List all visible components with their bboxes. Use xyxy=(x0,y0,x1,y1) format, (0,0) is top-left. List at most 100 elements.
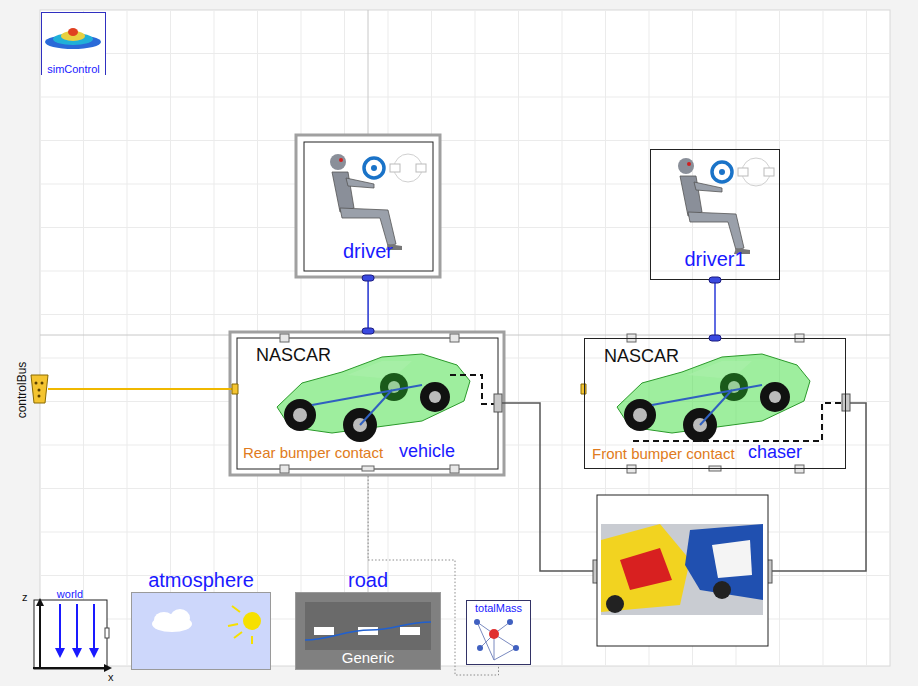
mechanical-wire xyxy=(502,403,593,571)
driver-figure xyxy=(330,154,426,250)
connection-line xyxy=(709,277,721,341)
road-icon xyxy=(400,627,420,635)
road-block: roadGeneric xyxy=(295,592,441,670)
block-label: totalMass xyxy=(427,603,570,614)
atmosphere-icon xyxy=(131,592,271,670)
controlbus-connector xyxy=(31,375,48,403)
block-label: driver xyxy=(255,241,481,261)
simcontrol-icon xyxy=(42,13,105,61)
world-icon xyxy=(34,600,107,669)
vehicle-block: NASCAR Front bumper contact chaser xyxy=(584,338,846,469)
connection-path xyxy=(367,278,369,331)
flange xyxy=(494,394,502,412)
grid xyxy=(40,10,890,666)
bumper-contact-dash xyxy=(450,375,496,404)
frame-connector xyxy=(280,334,289,342)
grid xyxy=(40,10,890,666)
bumper-contact-dash xyxy=(450,375,843,441)
car-illustration xyxy=(617,354,810,442)
world-icon xyxy=(105,628,109,638)
grid xyxy=(40,10,890,666)
controlbus-connector xyxy=(38,389,41,392)
atmosphere-icon xyxy=(228,606,252,644)
world-icon xyxy=(60,604,94,652)
contact-box xyxy=(685,524,763,600)
road-icon xyxy=(314,627,334,635)
atmosphere-block: atmosphere xyxy=(131,592,271,670)
contact-box xyxy=(713,581,731,599)
totalmass-icon xyxy=(513,645,519,651)
flange xyxy=(842,394,850,411)
contact-box xyxy=(601,524,763,615)
simcontrol-icon xyxy=(42,13,105,61)
controlbus-connector xyxy=(35,382,38,385)
bus-connector xyxy=(709,277,721,283)
block-label: Front bumper contact xyxy=(592,446,735,461)
frame-connector xyxy=(450,465,459,473)
block-label: driver1 xyxy=(611,249,819,269)
controlbus-connector xyxy=(31,375,586,403)
totalmass-block: totalMass xyxy=(466,600,531,665)
connection-line xyxy=(368,476,498,675)
block-label: road xyxy=(256,570,480,590)
block-label: vehicle xyxy=(399,442,455,460)
driver-block: driver1 xyxy=(650,149,780,280)
contact-box xyxy=(712,540,752,578)
connection-path xyxy=(714,280,716,338)
frame-connector xyxy=(450,334,459,342)
bus-connector xyxy=(709,335,721,341)
frame-connector xyxy=(280,465,289,473)
block-label: NASCAR xyxy=(256,346,331,364)
bus-connector xyxy=(362,328,374,334)
driver-figure xyxy=(678,158,774,254)
road-icon xyxy=(305,602,431,650)
controlbus-connector xyxy=(232,384,238,394)
axis-label: z xyxy=(22,592,28,603)
axis-label: x xyxy=(108,672,114,683)
car-illustration xyxy=(277,354,470,442)
atmosphere-icon xyxy=(243,612,261,630)
frame-connector xyxy=(795,465,804,473)
block-label: Generic xyxy=(256,650,480,665)
contact-box xyxy=(597,495,768,646)
contact-box xyxy=(597,495,768,646)
grid xyxy=(40,10,890,666)
totalmass-icon xyxy=(477,645,483,651)
controlbus-connector xyxy=(48,388,233,390)
block-label: Rear bumper contact xyxy=(243,445,383,460)
world-icon xyxy=(33,600,110,668)
block-label: NASCAR xyxy=(604,347,679,365)
frame-connector xyxy=(362,466,374,471)
contact-box xyxy=(601,524,690,612)
controlbus-connector xyxy=(38,395,41,398)
totalmass-icon xyxy=(474,619,480,625)
vehicle-frame xyxy=(230,332,504,475)
block-label: chaser xyxy=(748,443,802,461)
contact-box xyxy=(620,548,672,590)
totalmass-icon xyxy=(507,619,513,625)
frame-connector xyxy=(627,465,636,473)
world-icon xyxy=(36,598,112,672)
block-label: atmosphere xyxy=(92,570,310,590)
simcontrol-icon xyxy=(68,28,78,36)
world-icon xyxy=(55,648,99,658)
atmosphere-icon xyxy=(170,609,190,627)
bumper-contact-dash xyxy=(633,403,843,441)
vehicle-frame xyxy=(237,338,498,469)
vehicle-block: NASCAR Rear bumper contact vehicle xyxy=(229,331,505,476)
road-icon xyxy=(305,622,431,640)
contact-box xyxy=(606,595,624,613)
signal-bus-name: controlBus xyxy=(16,362,28,419)
totalmass-icon xyxy=(489,629,499,639)
driver-block: driver xyxy=(295,134,441,278)
connection-line xyxy=(362,275,374,334)
controlbus-connector xyxy=(41,382,44,385)
mechanical-wire xyxy=(772,403,866,571)
vehicle-frame xyxy=(230,332,504,475)
simcontrol-block: simControl xyxy=(41,12,106,75)
totalmass-icon xyxy=(477,622,516,660)
bus-connector xyxy=(362,275,374,281)
